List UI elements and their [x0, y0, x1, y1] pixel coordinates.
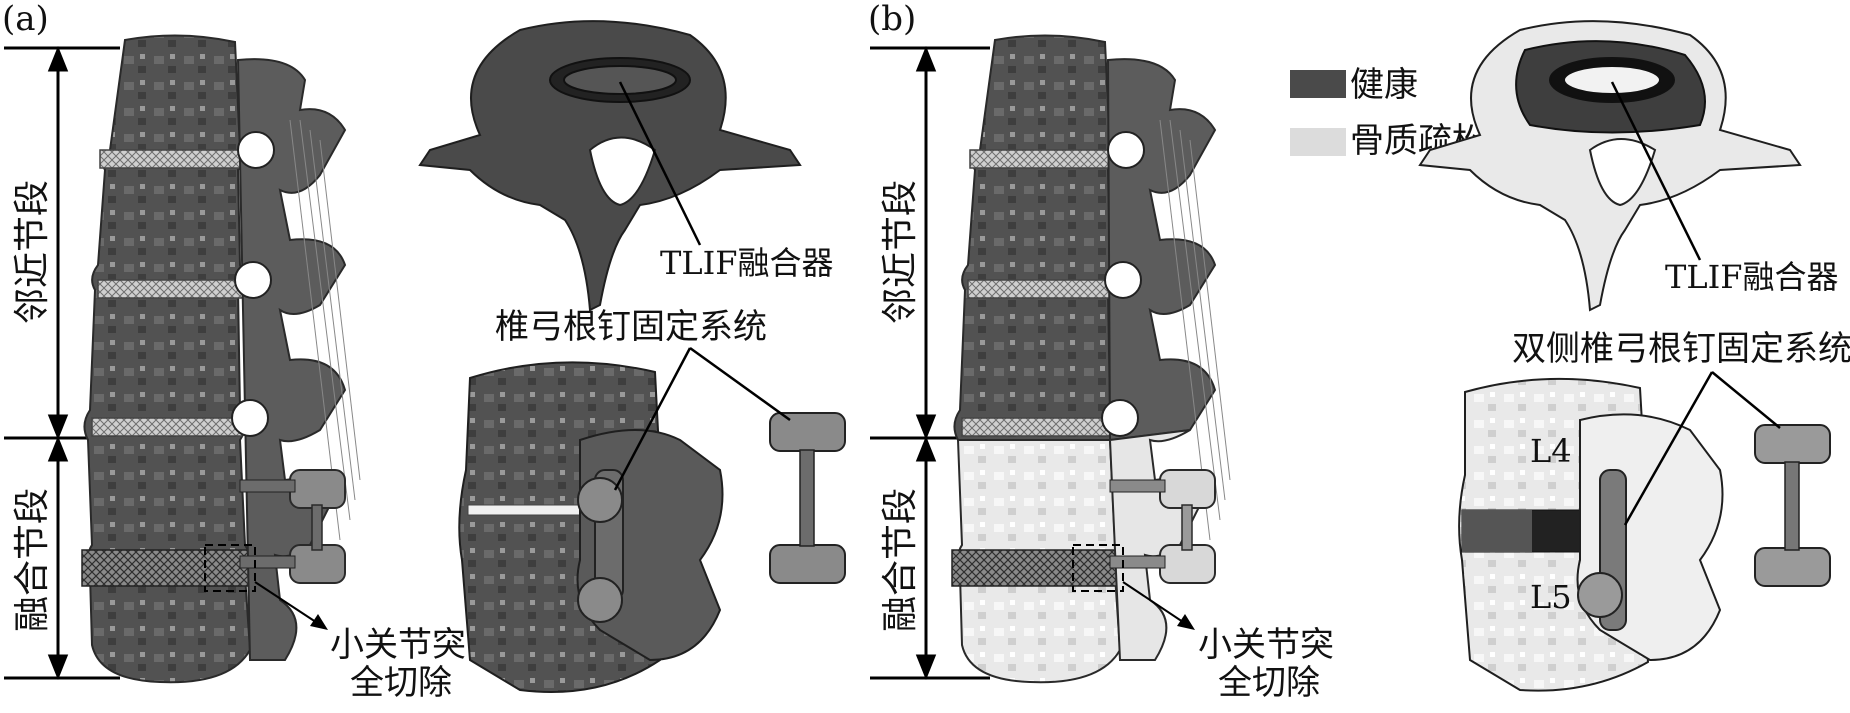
zoom-model-a [458, 346, 846, 693]
disc-mesh-a1 [99, 149, 246, 169]
facet-resection-box-b [1072, 544, 1124, 592]
screw-system-label-a: 椎弓根钉固定系统 [495, 307, 767, 347]
disc-mesh-b3 [961, 417, 1113, 437]
facet-label-b-line1: 小关节突 [1198, 625, 1334, 665]
posterior-elements-b-upper [1106, 58, 1217, 442]
ligaments-a [289, 119, 361, 541]
vertebral-column-b-upper [953, 34, 1116, 441]
spine-model-b [951, 34, 1231, 684]
legend-swatch-osteoporotic [1290, 128, 1346, 156]
segment-brackets-a [4, 45, 120, 681]
cage-label-a: TLIF融合器 [660, 244, 833, 282]
facet-label-b-line2: 全切除 [1218, 663, 1320, 703]
pedicle-screws-b [1109, 469, 1216, 584]
fusion-segment-label-a: 融合节段 [12, 488, 53, 632]
disc-mesh-b1 [969, 149, 1116, 169]
adjacent-segment-label-b: 邻近节段 [880, 180, 921, 324]
top-view-vertebra-b [1418, 20, 1802, 312]
fusion-segment-label-b: 融合节段 [880, 488, 921, 632]
panel-b-label: (b) [868, 0, 916, 39]
disc-mesh-a3 [91, 417, 243, 437]
cage-label-b: TLIF融合器 [1665, 258, 1838, 296]
legend-swatch-healthy [1290, 70, 1346, 98]
zoom-model-b [1458, 371, 1831, 692]
facet-label-a-line1: 小关节突 [330, 625, 466, 665]
spine-model-a [81, 34, 361, 684]
adjacent-segment-label-a: 邻近节段 [12, 180, 53, 324]
screw-system-label-b: 双侧椎弓根钉固定系统 [1512, 329, 1850, 369]
panel-a-label: (a) [2, 0, 49, 39]
disc-mesh-b4-fused [951, 549, 1121, 587]
legend-label-healthy: 健康 [1350, 65, 1418, 105]
facet-label-a-line2: 全切除 [350, 663, 452, 703]
disc-mesh-b2 [967, 279, 1117, 299]
segment-brackets-b [870, 45, 990, 681]
vertebra-l4-label: L4 [1530, 432, 1572, 470]
facet-resection-box-a [204, 544, 256, 592]
disc-mesh-a4-fused [81, 549, 251, 587]
panel-b: (b) 邻近节段 融合节段 [868, 0, 1850, 703]
vertebra-l5-label: L5 [1530, 578, 1572, 616]
top-view-vertebra-a [418, 20, 802, 312]
panel-a: (a) 邻近节段 融合节段 [2, 0, 846, 703]
disc-mesh-a2 [97, 279, 247, 299]
pedicle-screws-a [239, 469, 346, 584]
